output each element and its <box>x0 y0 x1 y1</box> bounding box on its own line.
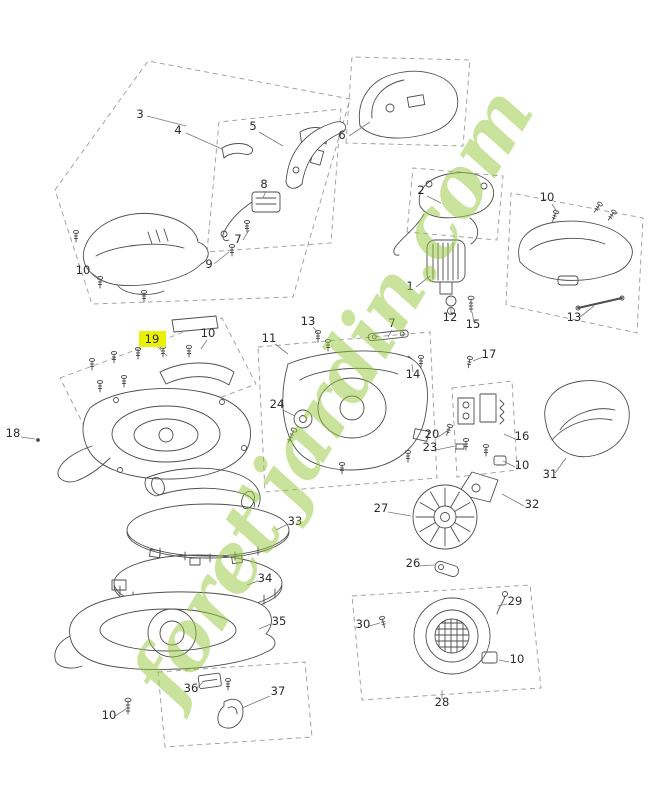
group-box-filter-28 <box>351 584 542 701</box>
part-label-19-highlighted[interactable]: 19 <box>145 332 160 346</box>
part-label-13b[interactable]: 13 <box>567 310 582 324</box>
part-hose <box>144 467 261 510</box>
part-label-12[interactable]: 12 <box>443 310 458 324</box>
part-17-screw <box>465 355 474 369</box>
assembly-filter <box>378 591 508 675</box>
part-label-7a[interactable]: 7 <box>234 232 241 246</box>
part-label-3[interactable]: 3 <box>136 107 143 121</box>
part-label-29[interactable]: 29 <box>508 594 523 608</box>
part-label-33[interactable]: 33 <box>288 514 303 528</box>
group-box-bracket-16 <box>451 380 518 478</box>
part-label-31[interactable]: 31 <box>543 467 558 481</box>
part-label-16[interactable]: 16 <box>515 429 530 443</box>
part-5-handle <box>285 121 347 189</box>
part-13-rod <box>577 297 623 309</box>
part-label-9[interactable]: 9 <box>205 257 212 271</box>
part-label-10a[interactable]: 10 <box>76 263 91 277</box>
part-label-35[interactable]: 35 <box>272 614 287 628</box>
part-15-screw <box>467 295 475 313</box>
part-label-2[interactable]: 2 <box>417 183 424 197</box>
part-label-14[interactable]: 14 <box>406 367 421 381</box>
part-label-30[interactable]: 30 <box>356 617 371 631</box>
part-12-washer <box>445 295 457 307</box>
part-label-11[interactable]: 11 <box>262 331 277 345</box>
assembly-housing-11 <box>282 350 430 475</box>
part-10-clip <box>493 455 507 466</box>
part-33-ring <box>126 503 290 566</box>
group-box-ignition <box>406 167 504 241</box>
part-labels: 3 4 5 6 8 7 9 10 2 1 12 15 10 13 13 17 7… <box>6 107 582 722</box>
part-29-pin <box>496 595 506 615</box>
part-26-key <box>434 560 459 578</box>
part-label-15[interactable]: 15 <box>466 317 481 331</box>
leader-lines <box>20 115 595 717</box>
highlight-box-19 <box>139 331 166 347</box>
part-label-23[interactable]: 23 <box>423 440 438 454</box>
part-label-13a[interactable]: 13 <box>301 314 316 328</box>
part-30-screw <box>378 615 388 629</box>
assembly-throttle <box>220 127 329 257</box>
part-label-6[interactable]: 6 <box>338 128 345 142</box>
assembly-volute <box>36 315 251 483</box>
group-box-screw-set <box>59 317 257 447</box>
group-box-handle-half <box>345 56 471 147</box>
assembly-top-housing <box>72 212 209 303</box>
group-box-throttle <box>206 108 342 253</box>
bottom-fittings <box>124 672 244 729</box>
part-label-10e[interactable]: 10 <box>102 708 117 722</box>
part-23-pin <box>455 443 465 450</box>
part-label-1[interactable]: 1 <box>406 279 413 293</box>
part-label-28[interactable]: 28 <box>435 695 450 709</box>
part-gasket <box>171 315 219 333</box>
part-27-fan <box>412 484 478 550</box>
assembly-handle-half <box>358 70 459 139</box>
part-36-bracket <box>197 672 222 690</box>
group-box-rear-handle <box>505 192 644 334</box>
part-18-dot <box>36 438 40 442</box>
part-label-34[interactable]: 34 <box>258 571 273 585</box>
part-7-bar <box>367 329 409 342</box>
group-box-housing-11 <box>257 331 438 493</box>
part-label-32[interactable]: 32 <box>525 497 540 511</box>
part-37-hook <box>217 698 244 729</box>
part-label-10f[interactable]: 10 <box>510 652 525 666</box>
part-10-filter-clip <box>481 651 498 664</box>
assembly-ignition-module <box>393 172 494 256</box>
part-label-8[interactable]: 8 <box>260 177 267 191</box>
part-label-18[interactable]: 18 <box>6 426 21 440</box>
part-label-4[interactable]: 4 <box>174 123 181 137</box>
part-label-27[interactable]: 27 <box>374 501 389 515</box>
part-label-37[interactable]: 37 <box>271 684 286 698</box>
group-boxes <box>54 56 644 748</box>
part-10-screw-bottom <box>124 697 132 715</box>
part-35-housing <box>54 591 276 670</box>
part-24-knob <box>293 409 313 429</box>
part-label-17[interactable]: 17 <box>482 347 497 361</box>
assembly-rear-handle <box>518 200 633 311</box>
part-4-lever <box>221 143 253 159</box>
part-label-10b[interactable]: 10 <box>540 190 555 204</box>
part-31-elbow <box>544 380 630 457</box>
part-label-20[interactable]: 20 <box>425 427 440 441</box>
part-label-10c[interactable]: 10 <box>201 326 216 340</box>
part-label-24[interactable]: 24 <box>270 397 285 411</box>
part-label-26[interactable]: 26 <box>406 556 421 570</box>
assembly-bracket-16 <box>443 393 507 466</box>
part-label-36[interactable]: 36 <box>184 681 199 695</box>
part-vane <box>159 362 235 386</box>
part-label-5[interactable]: 5 <box>249 119 256 133</box>
part-label-10d[interactable]: 10 <box>515 458 530 472</box>
part-label-7b[interactable]: 7 <box>388 316 395 330</box>
